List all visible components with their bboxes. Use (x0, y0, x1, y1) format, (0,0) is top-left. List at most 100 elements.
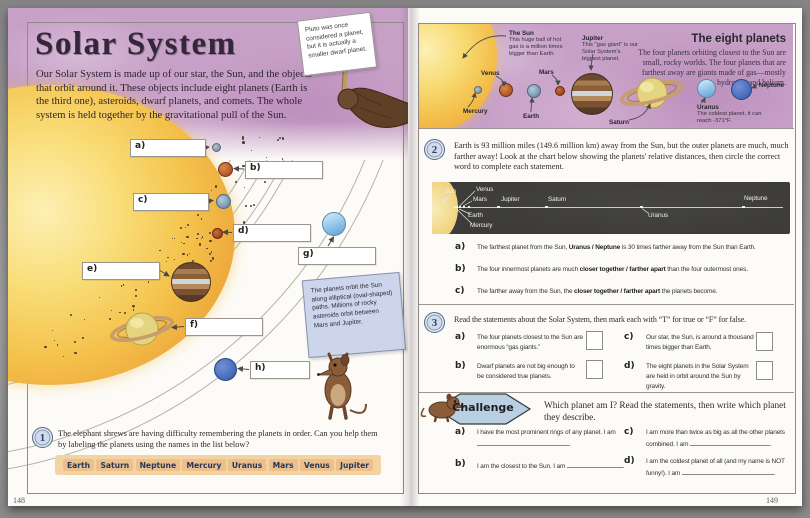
challenge-text: I am more than twice as big as all the o… (646, 429, 785, 448)
planet-uranus (697, 79, 716, 98)
planet-mercury (211, 142, 221, 152)
label-letter: f) (190, 320, 199, 330)
statement-letter: c) (624, 427, 634, 437)
earth-label: Earth (523, 113, 540, 120)
chart-label-sun: Sun (445, 188, 457, 195)
word-bank-item[interactable]: Uranus (227, 459, 267, 471)
orbit-note-sign: The planets orbit the Sun along elliptic… (301, 271, 407, 359)
planet-label-box-e[interactable]: e) (82, 262, 160, 280)
planet-venus (217, 161, 233, 177)
planet-mars (555, 86, 565, 96)
chart-point-jupiter (497, 205, 500, 209)
page-right: The eight planets The four planets orbit… (408, 8, 802, 506)
statement-letter: a) (455, 242, 466, 252)
planet-label-box-c[interactable]: c) (133, 193, 209, 211)
challenge-instructions: Which planet am I? Read the statements, … (544, 401, 786, 424)
chart-point-neptune (742, 205, 745, 209)
challenge-text: I am the coldest planet of all (and my n… (646, 458, 785, 477)
activity2-instructions: Earth is 93 million miles (149.6 million… (454, 141, 789, 172)
word-bank-item[interactable]: Venus (299, 459, 334, 471)
eight-planets-banner: The eight planets The four planets orbit… (419, 24, 793, 128)
uranus-callout-desc: The coldest planet, it can reach -371°F. (697, 111, 762, 125)
punct: . (569, 440, 571, 448)
tf-answer-box-d[interactable] (756, 361, 773, 380)
activity3-number-badge: 3 (424, 312, 445, 333)
label-letter: d) (238, 226, 249, 236)
elephant-shrew-arm (337, 87, 408, 128)
elephant-shrew-illustration (317, 352, 367, 420)
challenge-label: Challenge (452, 401, 514, 414)
punct: . (770, 440, 772, 448)
challenge-text: I am the closest to the Sun. I am (477, 463, 566, 470)
word-bank-item[interactable]: Saturn (96, 459, 134, 471)
book-spread: Solar System Our Solar System is made up… (8, 8, 802, 506)
tf-answer-box-b[interactable] (586, 360, 603, 379)
chart-connector-lines (442, 190, 649, 225)
word-bank-item[interactable]: Mars (268, 459, 298, 471)
planet-uranus (322, 212, 346, 236)
word-bank-item[interactable]: Neptune (135, 459, 181, 471)
activity3-instructions: Read the statements about the Solar Syst… (454, 315, 747, 324)
tf-answer-box-c[interactable] (756, 332, 773, 351)
eight-planets-paragraph: The four planets orbiting closest to the… (638, 48, 786, 87)
word-bank-item[interactable]: Jupiter (336, 459, 373, 471)
answer-blank[interactable] (477, 438, 569, 446)
circle-choice[interactable]: closer together / farther apart (579, 266, 666, 273)
callout-arrows (462, 35, 758, 121)
answer-blank[interactable] (566, 460, 623, 468)
statement-letter: d) (624, 361, 635, 371)
statement-a2-c: The farther away from the Sun, the close… (477, 287, 718, 297)
tf-answer-box-a[interactable] (586, 331, 603, 350)
section-divider (419, 392, 794, 393)
statement-a2-a: The farthest planet from the Sun, Uranus… (477, 243, 756, 253)
venus-label: Venus (481, 70, 500, 77)
planet-saturn (620, 77, 684, 109)
pointer-arrow (233, 165, 245, 172)
chart-label-mercury: Mercury (470, 222, 493, 229)
tf-statement-b: Dwarf planets are not big enough to be c… (477, 363, 575, 380)
pointer-arrow (327, 236, 335, 247)
circle-choice[interactable]: closer together / farther apart (574, 288, 661, 295)
statement-text: than the four outermost ones. (665, 266, 748, 273)
statement-letter: b) (455, 459, 466, 469)
planet-label-box-h[interactable]: h) (250, 361, 310, 379)
pluto-sign-text: Pluto was once considered a planet, but … (304, 21, 368, 60)
statement-text: the planets become. (660, 288, 718, 295)
statement-letter: b) (455, 361, 466, 371)
label-letter: g) (303, 249, 314, 259)
word-bank-item[interactable]: Mercury (182, 459, 226, 471)
pointer-arrow (171, 324, 185, 331)
tf-statement-c: Our star, the Sun, is around a thousand … (646, 334, 754, 351)
planet-label-box-f[interactable]: f) (185, 318, 263, 336)
chart-label-venus: Venus (476, 186, 494, 193)
answer-blank[interactable] (681, 467, 774, 475)
statement-letter: a) (455, 332, 466, 342)
label-letter: h) (255, 363, 266, 373)
jupiter-callout-name: Jupiter (582, 35, 603, 42)
page-left: Solar System Our Solar System is made up… (8, 8, 408, 506)
chart-point-mercury (455, 205, 458, 209)
label-letter: c) (138, 195, 148, 205)
tf-statement-d: The eight planets in the Solar System ar… (646, 363, 749, 390)
challenge-item-c: I am more than twice as big as all the o… (646, 428, 796, 450)
planet-label-box-g[interactable]: g) (298, 247, 376, 265)
statement-text: The four innermost planets are much (477, 266, 580, 273)
planet-label-box-a[interactable]: a) (130, 139, 206, 157)
circle-choice[interactable]: Uranus / Neptune (568, 244, 621, 251)
planet-label-box-b[interactable]: b) (245, 161, 323, 179)
activity2-number-badge: 2 (424, 139, 445, 160)
word-bank-item[interactable]: Earth (63, 459, 95, 471)
chart-label-earth: Earth (468, 212, 483, 219)
planet-label-box-d[interactable]: d) (233, 224, 311, 242)
chart-sun (432, 182, 458, 234)
chart-point-earth (462, 205, 466, 209)
challenge-banner (434, 393, 532, 425)
statement-text: The farthest planet from the Sun, (477, 244, 569, 251)
pluto-sign: Pluto was once considered a planet, but … (296, 11, 378, 77)
chart-point-mars (467, 205, 471, 209)
pointer-arrow (237, 365, 250, 372)
asteroid-belt (8, 8, 408, 506)
intro-paragraph: Our Solar System is made up of our star,… (36, 69, 312, 121)
answer-blank[interactable] (690, 438, 770, 446)
chart-point-uranus (640, 205, 643, 209)
